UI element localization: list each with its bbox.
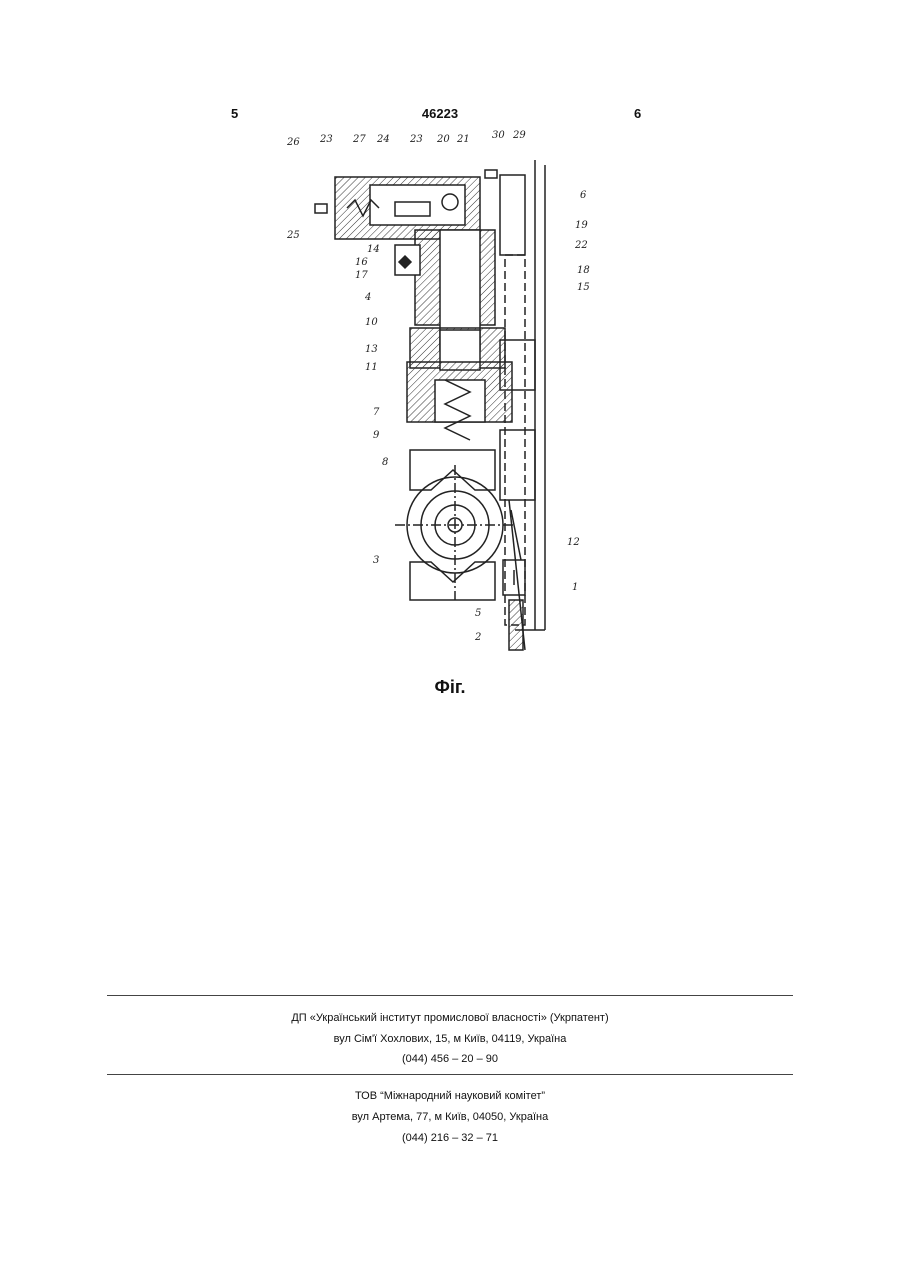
- divider-bottom: [107, 1074, 793, 1075]
- label-13: 13: [365, 344, 378, 355]
- label-19: 19: [575, 220, 588, 231]
- label-9: 9: [373, 430, 380, 441]
- figure-caption: Фіг.: [390, 677, 510, 698]
- label-17: 17: [355, 270, 368, 281]
- label-10: 10: [365, 317, 378, 328]
- label-4: 4: [364, 292, 371, 303]
- label-23b: 23: [409, 134, 423, 145]
- label-16: 16: [355, 257, 368, 268]
- label-8: 8: [382, 457, 388, 468]
- publisher-address: вул Сім'ї Хохлових, 15, м Київ, 04119, У…: [107, 1033, 793, 1045]
- label-18: 18: [577, 265, 590, 276]
- printer-phone: (044) 216 – 32 – 71: [107, 1132, 793, 1144]
- label-5: 5: [475, 608, 481, 619]
- label-7: 7: [373, 407, 380, 418]
- label-30: 30: [492, 130, 505, 141]
- label-3: 3: [373, 555, 379, 566]
- label-1: 1: [572, 582, 578, 593]
- label-22: 22: [574, 240, 588, 251]
- label-23a: 23: [319, 134, 333, 145]
- label-27: 27: [352, 134, 366, 145]
- label-15: 15: [577, 282, 590, 293]
- publisher-name: ДП «Український інститут промислової вла…: [107, 1012, 793, 1024]
- label-29: 29: [512, 130, 526, 141]
- label-24: 24: [376, 134, 390, 145]
- label-12: 12: [567, 537, 580, 548]
- divider-top: [107, 995, 793, 996]
- label-6: 6: [580, 190, 587, 201]
- label-20: 20: [436, 134, 450, 145]
- technical-drawing: 26 23 27 24 23 20 21 30 29 6 25 19 22 14…: [285, 130, 595, 660]
- page-number-left: 5: [231, 106, 238, 121]
- label-2: 2: [474, 632, 481, 643]
- label-21: 21: [456, 134, 470, 145]
- page-number-right: 6: [634, 106, 641, 121]
- patent-number: 46223: [410, 106, 470, 121]
- printer-name: ТОВ “Міжнародний науковий комітет”: [107, 1090, 793, 1102]
- label-11: 11: [365, 362, 378, 373]
- publisher-phone: (044) 456 – 20 – 90: [107, 1053, 793, 1065]
- label-14: 14: [367, 244, 380, 255]
- printer-address: вул Артема, 77, м Київ, 04050, Україна: [107, 1111, 793, 1123]
- label-25: 25: [286, 230, 300, 241]
- label-26: 26: [286, 137, 300, 148]
